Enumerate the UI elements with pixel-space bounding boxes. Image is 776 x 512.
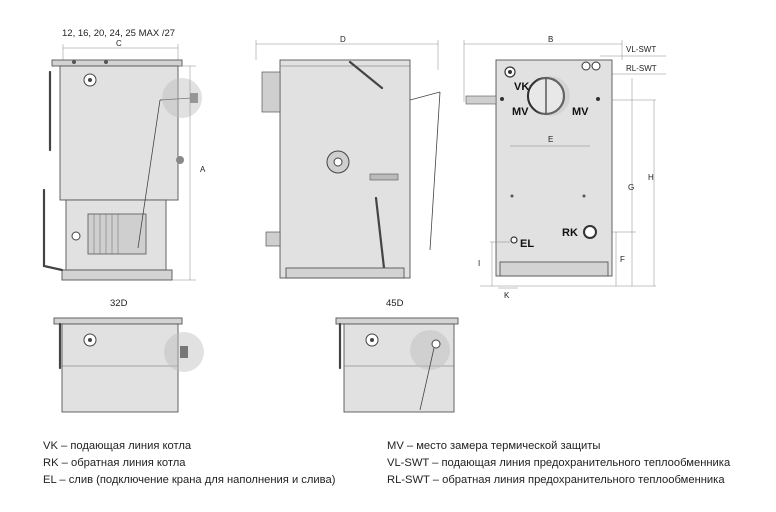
vk-label: VK [514,81,529,93]
legend-rl-swt: RL-SWT – обратная линия предохранительно… [387,474,725,486]
rl-swt-label: RL-SWT [626,64,657,73]
legend-mv: MV – место замера термической защиты [387,440,601,452]
dim-h-label: H [648,173,654,182]
dim-i-label: I [478,259,480,268]
variant-32d-view: 32D [53,298,204,413]
dim-d-label: D [340,35,346,44]
dim-c-label: C [116,39,122,48]
legend-el: EL – слив (подключение крана для наполне… [43,474,336,486]
models-label: 12, 16, 20, 24, 25 MAX /27 [62,28,175,39]
dim-f-label: F [620,255,625,264]
dim-e-label: E [548,135,553,144]
dim-a-label: A [200,165,206,174]
legend-vl-swt: VL-SWT – подающая линия предохранительно… [387,457,731,469]
dim-b-label: B [548,35,553,44]
mv-right-label: MV [572,106,589,118]
side-view: D [255,35,441,279]
vl-swt-label: VL-SWT [626,45,656,54]
mv-left-label: MV [512,106,529,118]
el-label: EL [520,238,534,250]
rear-view: B VL-SWT RL-SWT VK MV MV E RK EL H [463,35,666,300]
dim-g-label: G [628,183,634,192]
dim-k-label: K [504,291,510,300]
legend-left: VK – подающая линия котла RK – обратная … [43,438,335,489]
front-view: 12, 16, 20, 24, 25 MAX /27 C [42,28,206,281]
boiler-dimension-drawing: 12, 16, 20, 24, 25 MAX /27 C [42,28,666,413]
rk-label: RK [562,227,578,239]
legend-right: MV – место замера термической защиты VL-… [387,438,730,489]
variant-45d-view: 45D [335,298,459,413]
variant-32d-label: 32D [110,298,128,309]
legend-vk: VK – подающая линия котла [43,440,192,452]
variant-45d-label: 45D [386,298,404,309]
legend-rk: RK – обратная линия котла [43,457,186,469]
